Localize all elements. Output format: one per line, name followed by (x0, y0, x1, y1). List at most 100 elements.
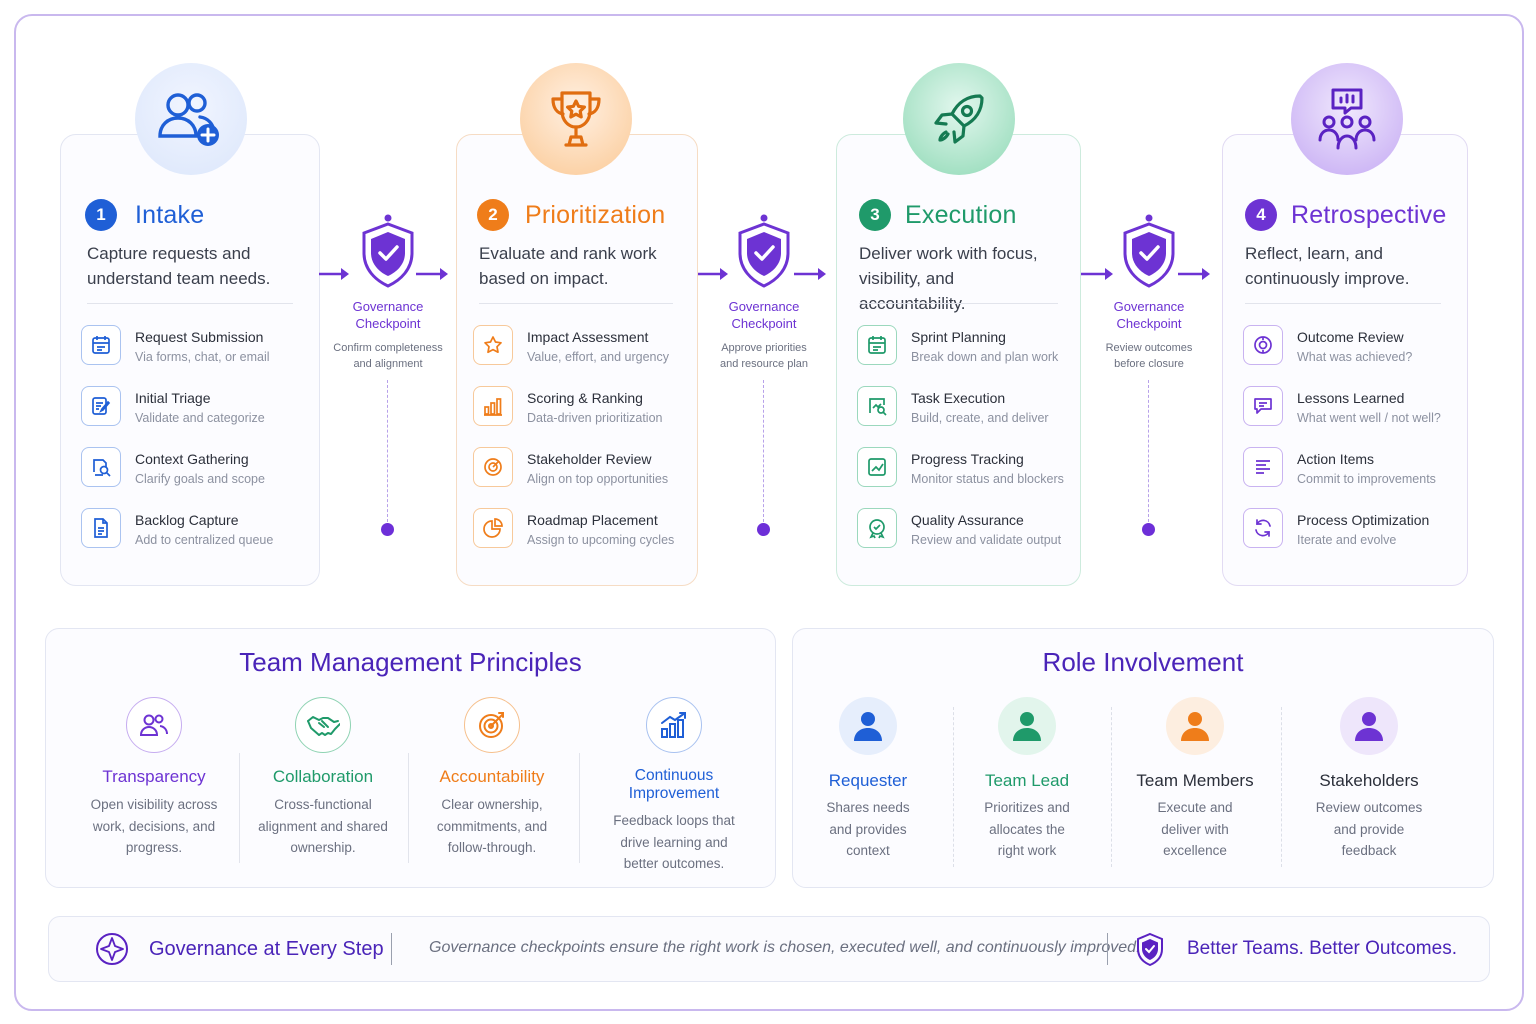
checkpoint-title: Governance Checkpoint (728, 299, 800, 331)
stage-description: Evaluate and rank work based on impact. (479, 244, 657, 288)
target-icon (473, 447, 513, 487)
compass-star-icon (96, 933, 128, 965)
star-icon (473, 325, 513, 365)
principle-description: Clear ownership, commitments, and follow… (436, 797, 548, 855)
stage-number: 2 (477, 199, 509, 231)
role-name: Team Members (1136, 771, 1254, 790)
stage-header: 2 Prioritization (477, 199, 685, 231)
people-icon (126, 697, 182, 753)
item-title: Task Execution (911, 390, 1006, 406)
role-name: Requester (828, 771, 908, 790)
user-icon (998, 697, 1056, 755)
document-icon (81, 508, 121, 548)
divider (953, 707, 954, 867)
divider (87, 303, 293, 304)
role-description: Execute and deliver with excellence (1157, 800, 1233, 858)
team-discussion-icon (1291, 63, 1403, 175)
principle-name: Transparency (102, 767, 206, 786)
principle-description: Open visibility across work, decisions, … (90, 797, 218, 855)
stage-prioritization: 2 Prioritization Evaluate and rank work … (456, 63, 698, 586)
check-badge-icon (857, 508, 897, 548)
bar-chart-icon (473, 386, 513, 426)
stage-number: 4 (1245, 199, 1277, 231)
connector-dot (1142, 523, 1155, 536)
item-subtitle: Value, effort, and urgency (527, 350, 669, 364)
item-subtitle: Break down and plan work (911, 350, 1059, 364)
principle-name: Continuous Improvement (628, 767, 720, 802)
form-icon (81, 325, 121, 365)
handshake-icon (295, 697, 351, 753)
item-title: Outcome Review (1297, 329, 1404, 345)
item-title: Scoring & Ranking (527, 390, 643, 406)
stage-retrospective: 4 Retrospective Reflect, learn, and cont… (1222, 63, 1468, 586)
footer-right: Better Teams. Better Outcomes. (1135, 932, 1457, 966)
checkpoint-subtitle: Review outcomes before closure (1105, 342, 1193, 370)
user-icon (1340, 697, 1398, 755)
pie-chart-icon (473, 508, 513, 548)
item-title: Sprint Planning (911, 329, 1006, 345)
item-subtitle: Monitor status and blockers (911, 472, 1064, 486)
principle-continuous-improvement: Continuous Improvement Feedback loops th… (589, 697, 759, 875)
checkpoint-subtitle: Approve priorities and resource plan (719, 342, 809, 370)
arrow-right-icon (1178, 268, 1210, 280)
divider (1281, 707, 1282, 867)
footer-right-text: Better Teams. Better Outcomes. (1187, 938, 1457, 959)
stage-header: 3 Execution (859, 199, 1068, 231)
item-subtitle: Iterate and evolve (1297, 533, 1397, 547)
principle-collaboration: Collaboration Cross-functional alignment… (238, 697, 408, 859)
arrow-right-icon (698, 268, 728, 280)
item-subtitle: Commit to improvements (1297, 472, 1436, 486)
add-user-icon (135, 63, 247, 175)
arrow-right-icon (416, 268, 448, 280)
role-description: Review outcomes and provide feedback (1315, 800, 1423, 858)
connector-line (763, 380, 764, 522)
target-arrow-icon (464, 697, 520, 753)
shield-check-icon (362, 214, 414, 288)
role-description: Prioritizes and allocates the right work (984, 800, 1070, 858)
divider (408, 753, 409, 863)
item-title: Lessons Learned (1297, 390, 1405, 406)
role-description: Shares needs and provides context (826, 800, 910, 858)
footer-left-text: Governance at Every Step (149, 937, 384, 960)
item-subtitle: Review and validate output (911, 533, 1062, 547)
connector-line (1148, 380, 1149, 522)
item-title: Context Gathering (135, 451, 249, 467)
connector-dot (381, 523, 394, 536)
stage-description: Capture requests and understand team nee… (87, 244, 271, 288)
stage-number: 1 (85, 199, 117, 231)
checkpoint-title: Governance Checkpoint (1113, 299, 1185, 331)
principle-description: Feedback loops that drive learning and b… (613, 813, 735, 871)
role-name: Team Lead (984, 771, 1070, 790)
principle-transparency: Transparency Open visibility across work… (69, 697, 239, 859)
divider (479, 303, 673, 304)
divider (859, 303, 1058, 304)
stage-description: Deliver work with focus, visibility, and… (859, 244, 1038, 313)
item-subtitle: What went well / not well? (1297, 411, 1441, 425)
trophy-icon (520, 63, 632, 175)
calendar-icon (857, 325, 897, 365)
item-subtitle: What was achieved? (1297, 350, 1413, 364)
footer-banner: Governance at Every Step Governance chec… (48, 916, 1490, 982)
connector-line (387, 380, 388, 522)
item-title: Action Items (1297, 451, 1375, 467)
item-title: Initial Triage (135, 390, 211, 406)
checkpoint-title: Governance Checkpoint (352, 299, 424, 331)
item-title: Progress Tracking (911, 451, 1024, 467)
item-title: Quality Assurance (911, 512, 1024, 528)
stage-title: Retrospective (1291, 200, 1447, 229)
item-title: Impact Assessment (527, 329, 649, 345)
user-icon (839, 697, 897, 755)
speech-bubble-icon (1243, 386, 1283, 426)
